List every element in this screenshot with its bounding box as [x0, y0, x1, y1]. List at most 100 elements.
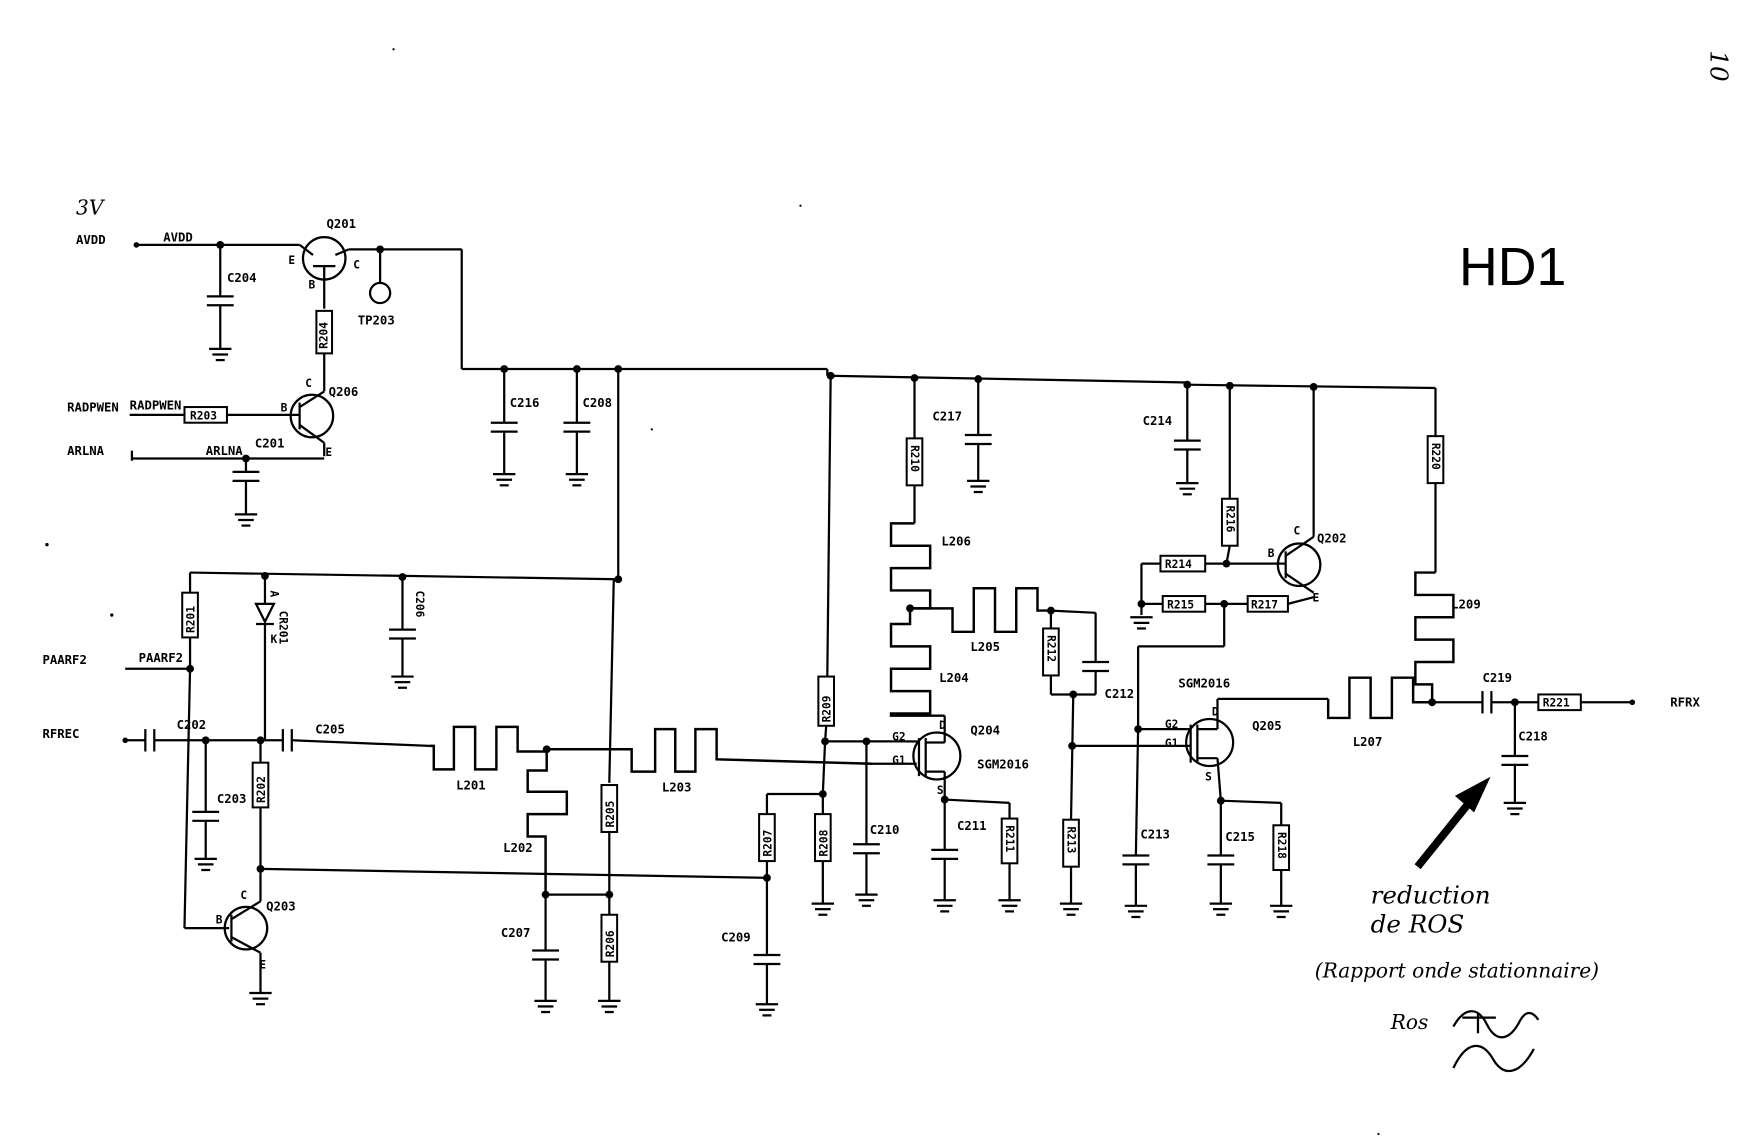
r204-label: R204 — [318, 322, 331, 349]
capacitor-c211: C211 — [931, 799, 987, 913]
resistor-r221: R221 — [1537, 693, 1582, 712]
capacitor-c208: C208 — [563, 369, 612, 487]
paarf2-net-label: PAARF2 — [139, 651, 183, 665]
c203-label: C203 — [217, 792, 247, 806]
resistor-r203: R203 — [183, 406, 228, 424]
radpwen-net-label: RADPWEN — [130, 398, 182, 412]
q204-pin-s: S — [937, 784, 944, 797]
fet-q204: Q204 SGM2016 D S G1 G2 — [872, 715, 1029, 800]
l203-label: L203 — [662, 781, 692, 795]
paarf2-port-label: PAARF2 — [42, 653, 86, 667]
arlna-port-label: ARLNA — [67, 444, 105, 458]
rfrx-port-label: RFRX — [1670, 696, 1700, 710]
q201-label: Q201 — [326, 217, 356, 231]
l206-label: L206 — [941, 535, 971, 549]
diode-cr201: CR201 A K — [254, 575, 289, 741]
r214-label: R214 — [1165, 558, 1192, 571]
l202-label: L202 — [503, 841, 533, 855]
cr201-pin-k: K — [271, 633, 278, 646]
q205-label: Q205 — [1252, 719, 1282, 733]
resistor-r215: R215 — [1161, 595, 1207, 613]
transistor-q203: Q203 C B E — [216, 889, 296, 1006]
q206-pin-b: B — [281, 402, 288, 415]
q205-pin-g2: G2 — [1165, 718, 1178, 731]
fet-q205: SGM2016 Q205 D S G2 G1 — [1134, 646, 1282, 801]
r201-label: R201 — [185, 606, 198, 633]
c212-label: C212 — [1105, 687, 1135, 701]
q204-pin-d: D — [939, 719, 946, 732]
c209-label: C209 — [721, 931, 751, 945]
q203-label: Q203 — [266, 899, 296, 913]
tp203-label: TP203 — [358, 313, 395, 327]
r206-label: R206 — [604, 930, 617, 957]
q206-label: Q206 — [329, 385, 359, 399]
q201-pin-e: E — [288, 254, 295, 267]
c215-label: C215 — [1225, 830, 1255, 844]
r213-label: R213 — [1065, 826, 1078, 853]
capacitor-c216: C216 — [490, 369, 539, 487]
inductor-l207: L207 — [1326, 676, 1432, 749]
resistor-r220: R220 — [1426, 388, 1445, 573]
c201-label: C201 — [255, 436, 285, 450]
capacitor-c215: C215 — [1207, 800, 1255, 916]
annotation-line4: Ros — [1390, 1010, 1429, 1034]
r205-label: R205 — [604, 801, 617, 828]
transistor-q201: Q201 E C B — [288, 217, 381, 309]
c202-label: C202 — [177, 718, 207, 732]
q205-pin-g1: G1 — [1165, 737, 1179, 750]
l209-label: L209 — [1451, 597, 1481, 611]
c219-label: C219 — [1482, 671, 1512, 685]
capacitor-c214: C214 — [1143, 384, 1201, 496]
resistor-r217: R217 — [1246, 595, 1289, 613]
rfrec-port-label: RFREC — [42, 727, 79, 741]
c218-label: C218 — [1518, 729, 1548, 743]
r221-label: R221 — [1543, 697, 1570, 710]
q206-pin-e: E — [325, 446, 332, 459]
q205-part-label: SGM2016 — [1178, 677, 1230, 691]
inductor-l209: L209 — [1414, 571, 1481, 703]
resistor-r213: R213 — [1059, 818, 1083, 916]
r211-label: R211 — [1003, 825, 1016, 852]
r207-label: R207 — [761, 830, 774, 857]
capacitor-c204: C204 — [206, 244, 257, 362]
l207-label: L207 — [1353, 735, 1383, 749]
q203-pin-c: C — [240, 889, 247, 902]
q202-pin-c: C — [1294, 525, 1301, 538]
capacitor-c217: C217 — [932, 379, 992, 494]
avdd-port-label: AVDD — [76, 233, 106, 247]
radpwen-port-label: RADPWEN — [67, 401, 119, 415]
c214-label: C214 — [1143, 414, 1173, 428]
q204-pin-g1: G1 — [892, 754, 906, 767]
c207-label: C207 — [501, 926, 531, 940]
resistor-r218: R218 — [1270, 802, 1293, 919]
capacitor-c212: C212 — [1082, 660, 1135, 701]
c208-label: C208 — [582, 396, 612, 410]
l204-label: L204 — [939, 671, 969, 685]
resistor-r204: R204 — [315, 309, 334, 355]
resistor-r205: R205 — [600, 784, 619, 895]
inductor-l206: L206 — [889, 522, 971, 610]
q205-pin-s: S — [1205, 771, 1212, 784]
c217-label: C217 — [932, 409, 962, 423]
annotation-line1: reduction — [1371, 881, 1491, 910]
capacitor-c206: C206 — [389, 577, 426, 689]
capacitor-c201: C201 — [232, 436, 285, 527]
r210-label: R210 — [908, 445, 921, 472]
resistor-r202: R202 — [251, 740, 270, 902]
resistor-r207: R207 — [758, 793, 776, 878]
r212-label: R212 — [1045, 635, 1058, 662]
resistor-r208: R208 — [811, 793, 835, 916]
r203-label: R203 — [190, 409, 217, 422]
r220-label: R220 — [1429, 443, 1442, 470]
q203-pin-e: E — [259, 958, 266, 971]
capacitor-c205: C205 — [281, 723, 345, 752]
resistor-r201: R201 — [181, 572, 199, 669]
resistor-r216: R216 — [1220, 385, 1239, 564]
capacitor-c207: C207 — [501, 894, 559, 1014]
q204-pin-g2: G2 — [892, 730, 905, 743]
c204-label: C204 — [227, 271, 257, 285]
r209-label: R209 — [821, 695, 834, 722]
capacitor-c209: C209 — [721, 877, 781, 1017]
r218-label: R218 — [1275, 832, 1288, 859]
